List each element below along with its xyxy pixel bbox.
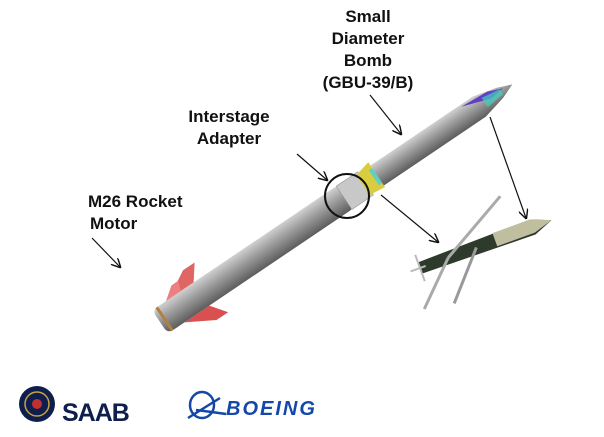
sdb-label-line: (GBU-39/B) (322, 73, 414, 92)
saab-emblem (19, 386, 55, 422)
boeing-emblem (187, 390, 227, 420)
small-diameter-bomb (370, 84, 513, 186)
sdb-label-line: Bomb (343, 51, 393, 70)
m26-rocket-motor (154, 186, 353, 332)
deployed-bomb (410, 195, 552, 310)
adapter-label-line: Interstage (188, 107, 270, 126)
motor-label-line: Motor (90, 214, 138, 233)
rocket-motor-label: M26 Rocket Motor (88, 191, 218, 235)
callout-arrows (91, 94, 526, 267)
saab-logo: SAAB (62, 399, 130, 427)
interstage-adapter-label: Interstage Adapter (179, 106, 279, 150)
rocket-fins (164, 262, 229, 323)
adapter-label-line: Adapter (196, 129, 262, 148)
motor-label-line: M26 Rocket (88, 192, 183, 211)
sdb-label-line: Small (345, 7, 391, 26)
rocket-assembly (154, 84, 513, 332)
sdb-label-line: Diameter (331, 29, 405, 48)
sdb-label: Small Diameter Bomb (GBU-39/B) (318, 6, 418, 94)
boeing-logo: BOEING (226, 398, 317, 420)
interstage-highlight-circle (324, 173, 370, 219)
